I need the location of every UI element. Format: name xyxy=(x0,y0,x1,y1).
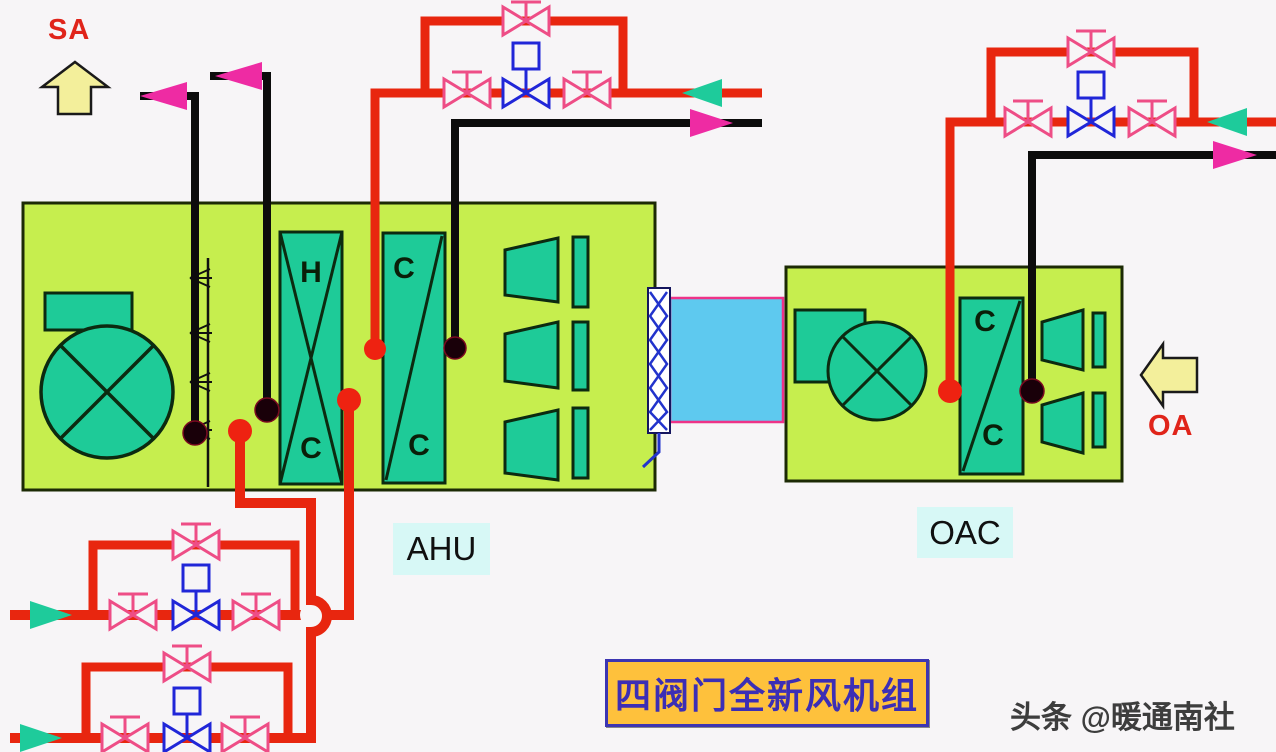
oac-coil-bottom-label: C xyxy=(982,419,1004,452)
oac-fan-icon xyxy=(793,308,928,422)
pink-valve-icon xyxy=(1127,99,1177,139)
pink-valve-icon xyxy=(100,715,150,752)
pipe-connection-dots xyxy=(182,336,1045,446)
watermark: 头条 @暖通南社 xyxy=(1010,700,1235,735)
damper-drain-line xyxy=(641,433,661,469)
black-connection-dot xyxy=(254,397,280,423)
pink-shutoff-valves xyxy=(100,0,1177,752)
oa-arrow-icon xyxy=(1139,340,1199,410)
ahu-coil1-bottom-label: C xyxy=(300,432,322,465)
sa-arrow-icon xyxy=(38,60,112,116)
ahu-heating-coil xyxy=(278,230,344,486)
ahu-coil2-top-label: C xyxy=(393,252,415,285)
pink-bypass-valve-icon xyxy=(171,522,221,562)
ahu-coil2-bottom-label: C xyxy=(408,429,430,462)
blue-valve-icon xyxy=(501,41,551,110)
pipe-bridge-icon xyxy=(10,431,332,743)
magenta-flow-arrow-icon xyxy=(1213,141,1257,169)
pink-valve-icon xyxy=(1003,99,1053,139)
ahu-coil1-top-label: H xyxy=(300,256,322,289)
black-connection-dot xyxy=(443,336,467,360)
damper-icon xyxy=(641,287,671,469)
flow-arrows xyxy=(20,62,1257,752)
teal-flow-arrow-icon xyxy=(30,601,72,629)
magenta-flow-arrow-icon xyxy=(215,62,262,90)
red-connection-dot xyxy=(228,419,252,443)
blue-control-valves xyxy=(162,41,1116,752)
teal-flow-arrow-icon xyxy=(682,79,722,107)
blue-valve-icon xyxy=(171,563,221,632)
black-connection-dot xyxy=(182,420,208,446)
red-connection-dot xyxy=(337,388,361,412)
red-connection-dot xyxy=(364,338,386,360)
oac-coil-top-label: C xyxy=(974,305,996,338)
teal-flow-arrow-icon xyxy=(1207,108,1247,136)
oac-label: OAC xyxy=(917,507,1013,558)
ahu-outlet-nozzles xyxy=(503,235,590,482)
pink-valve-icon xyxy=(231,592,281,632)
magenta-flow-arrow-icon xyxy=(140,82,187,110)
pink-valve-icon xyxy=(562,70,612,110)
pink-valve-icon xyxy=(442,70,492,110)
pink-bypass-valve-icon xyxy=(1066,29,1116,69)
pink-bypass-valve-icon xyxy=(162,644,212,684)
diagram-title: 四阀门全新风机组 xyxy=(605,659,929,727)
pink-valve-icon xyxy=(108,592,158,632)
teal-flow-arrow-icon xyxy=(20,724,62,752)
blue-valve-icon xyxy=(162,686,212,752)
oac-outlet-nozzles xyxy=(1040,307,1107,455)
oa-label: OA xyxy=(1148,410,1194,442)
connecting-duct xyxy=(668,296,785,424)
magenta-flow-arrow-icon xyxy=(690,109,733,137)
pink-bypass-valve-icon xyxy=(501,0,551,38)
black-connection-dot xyxy=(1019,378,1045,404)
ahu-fan-icon xyxy=(39,291,175,460)
sa-label: SA xyxy=(48,14,91,46)
red-connection-dot xyxy=(938,379,962,403)
pink-valve-icon xyxy=(220,715,270,752)
blue-valve-icon xyxy=(1066,70,1116,139)
ahu-label: AHU xyxy=(393,523,490,575)
ahu-cooling-coil xyxy=(381,231,447,485)
